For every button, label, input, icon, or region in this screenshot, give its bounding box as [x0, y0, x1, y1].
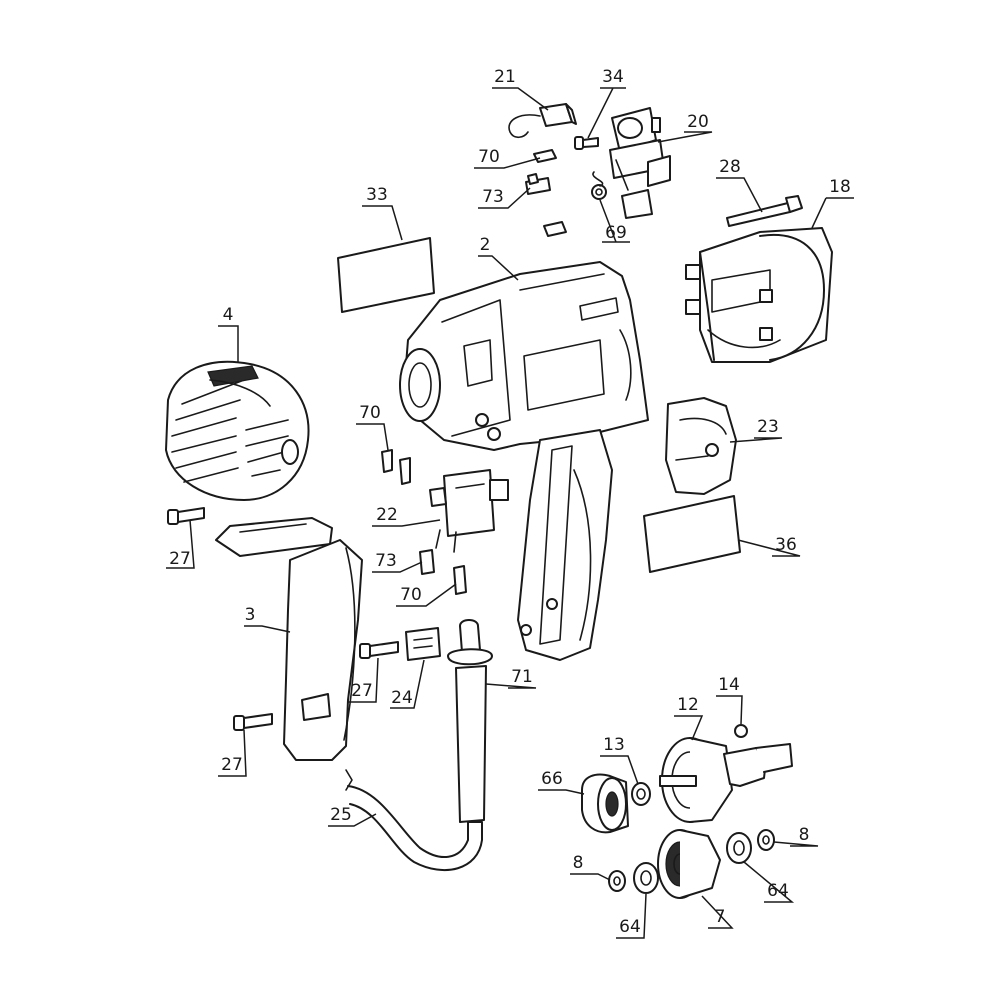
callout-70-top: 70 — [478, 147, 500, 167]
callout-64-right: 64 — [767, 881, 789, 901]
part-2-handle — [517, 429, 613, 661]
part-21-brush — [508, 103, 577, 139]
part-23-trigger — [665, 397, 737, 495]
callout-14: 14 — [718, 675, 740, 695]
callout-20: 20 — [687, 112, 709, 132]
callout-27-lower: 27 — [221, 755, 243, 775]
part-13-washer — [631, 782, 651, 806]
callout-labels: 21 34 20 70 73 69 33 2 28 18 4 70 23 22 … — [169, 67, 851, 937]
part-8-washer-left — [608, 870, 626, 892]
part-34-screw — [574, 136, 599, 150]
callout-7: 7 — [715, 907, 726, 927]
part-64-bearing-left — [633, 862, 659, 894]
callout-73-lower: 73 — [375, 551, 397, 571]
part-12-rotor — [659, 737, 793, 823]
part-20-brush-holder — [609, 107, 671, 219]
small-terminal — [543, 221, 567, 237]
part-18-motor-stator — [685, 227, 833, 363]
callout-2: 2 — [480, 235, 491, 255]
part-3-handle-cover — [215, 517, 363, 761]
callout-12: 12 — [677, 695, 699, 715]
part-8-washer-right — [757, 829, 775, 851]
callout-27-upper: 27 — [169, 549, 191, 569]
callout-8-right: 8 — [799, 825, 810, 845]
part-14-ball — [734, 724, 748, 738]
callout-70-lower: 70 — [400, 585, 422, 605]
callout-36: 36 — [775, 535, 797, 555]
callout-25: 25 — [330, 805, 352, 825]
part-27-screw-upper — [167, 507, 205, 525]
callout-21: 21 — [494, 67, 516, 87]
part-7-fan — [657, 829, 721, 899]
part-2-housing — [399, 261, 649, 451]
part-36-label-plate — [643, 495, 741, 573]
callout-4: 4 — [223, 305, 234, 325]
callout-66: 66 — [541, 769, 563, 789]
part-70-terminal-mid — [381, 449, 411, 485]
callout-27-mid: 27 — [351, 681, 373, 701]
callout-28: 28 — [719, 157, 741, 177]
callout-24: 24 — [391, 688, 413, 708]
part-73-connector-lower — [419, 549, 435, 575]
part-69-spring — [591, 171, 607, 200]
callout-23: 23 — [757, 417, 779, 437]
part-28-long-screw — [726, 195, 803, 227]
part-24-cord-clamp — [405, 627, 441, 661]
part-27-screw-lower — [233, 713, 273, 731]
part-25-power-cord — [345, 769, 483, 871]
part-33-label-plate — [337, 237, 435, 313]
part-4-nozzle-cover — [165, 360, 310, 501]
part-64-bearing-right — [726, 832, 752, 864]
callout-71: 71 — [511, 667, 533, 687]
part-73-connector-top — [525, 173, 551, 195]
callout-69: 69 — [605, 223, 627, 243]
part-22-switch — [429, 469, 509, 553]
callout-18: 18 — [829, 177, 851, 197]
part-70-terminal-top — [533, 149, 557, 163]
callout-8-left: 8 — [573, 853, 584, 873]
callout-73-top: 73 — [482, 187, 504, 207]
callout-64-left: 64 — [619, 917, 641, 937]
callout-70-mid: 70 — [359, 403, 381, 423]
part-66-bushing — [581, 773, 629, 834]
leader-lines — [166, 87, 854, 939]
part-27-screw-mid — [359, 641, 399, 659]
part-71-strain-relief — [447, 619, 493, 823]
callout-34: 34 — [602, 67, 624, 87]
callout-22: 22 — [376, 505, 398, 525]
part-70-terminal-lower — [453, 565, 467, 595]
callout-33: 33 — [366, 185, 388, 205]
callout-3: 3 — [245, 605, 256, 625]
callout-13: 13 — [603, 735, 625, 755]
